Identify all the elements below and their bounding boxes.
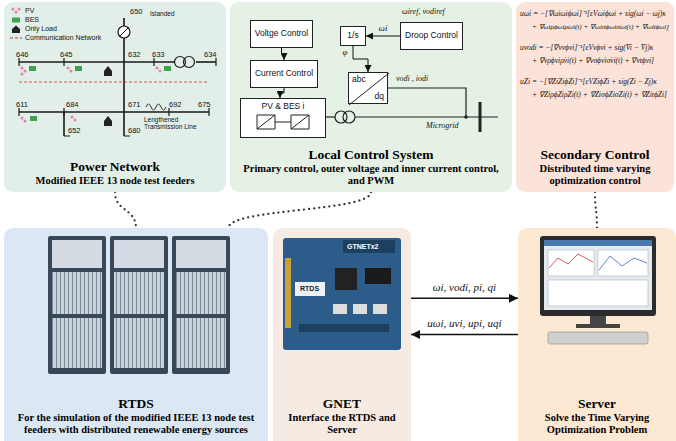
panel-title: Power Network xyxy=(8,159,222,175)
panel-caption: GNETInterface the RTDS and Server xyxy=(277,396,407,436)
control-block: Droop Control xyxy=(400,22,463,50)
block-text: Droop Control xyxy=(405,31,458,40)
equation-line: + ∇ZiρϕZiρ̇Zi(t) + ∇ZiσϕZiσ̇Zi(t) + ∇Zit… xyxy=(532,91,670,100)
grid-label: Microgrid xyxy=(426,121,459,130)
panel-subtitle: For the simulation of the modified IEEE … xyxy=(8,412,264,436)
bus-number: 675 xyxy=(198,101,211,110)
panel: Secondary ControlDistributed time varyin… xyxy=(516,2,674,192)
line-note: Lengthened Transmission Line xyxy=(144,116,216,131)
bus-number: 646 xyxy=(16,51,29,60)
panel-caption: Local Control SystemPrimary control, out… xyxy=(234,147,508,187)
control-block: Voltge Control xyxy=(250,20,313,48)
bus-number: 680 xyxy=(128,127,141,136)
dotted-link xyxy=(595,192,597,228)
signal-arrow xyxy=(353,46,368,72)
legend-row: Communication Network xyxy=(10,33,101,42)
block-text: abc xyxy=(352,75,366,84)
panel: Power NetworkModified IEEE 13 node test … xyxy=(4,2,226,192)
panel-caption: ServerSolve the Time Varying Optimizatio… xyxy=(522,396,672,436)
legend-text: BES xyxy=(25,16,39,23)
panel-caption: Secondary ControlDistributed time varyin… xyxy=(520,147,670,187)
equation-line: uvodi = −[∇vvϕvi]⁻¹[εVvϕvi + sig(V̄i − V… xyxy=(520,44,670,53)
panel-subtitle: Solve the Time Varying Optimization Prob… xyxy=(522,412,672,436)
signal-label: φ xyxy=(341,47,350,57)
converter-box: abcdq xyxy=(348,72,388,104)
panel-caption: Power NetworkModified IEEE 13 node test … xyxy=(8,159,222,187)
control-block: Current Control xyxy=(250,60,318,88)
legend-text: Only Load xyxy=(25,25,57,32)
panel-subtitle: Modified IEEE 13 node test feeders xyxy=(8,175,222,187)
panel: Local Control SystemPrimary control, out… xyxy=(230,2,512,192)
panel: GNETInterface the RTDS and Server GTNETx2… xyxy=(273,228,411,441)
pv-icon xyxy=(10,7,22,15)
panel-subtitle: Distributed time varying optimization co… xyxy=(520,163,670,187)
equation-line: + ∇vρϕviρ̇vi(t) + ∇vσϕviσ̇vi(t) + ∇vtϕvi… xyxy=(532,57,670,66)
equation-line: + ∇ωiρϕωiρ̇ωi(t) + ∇ωiσϕωiσ̇ωi(t) + ∇ωit… xyxy=(532,23,670,31)
bus-number: 671 xyxy=(128,101,141,110)
signal-arrow xyxy=(366,36,400,37)
equation-line: uωi = −[∇ωiωiϕωi]⁻¹[εVωiϕωi + sig(ωi − ω… xyxy=(520,10,670,19)
reference-signal: ωiref, vodiref xyxy=(402,7,445,16)
dotted-link xyxy=(228,192,371,228)
legend-text: PV xyxy=(25,7,34,14)
bus-number: 652 xyxy=(68,127,81,136)
inverter-symbol xyxy=(253,113,313,131)
signal-arrow xyxy=(411,334,518,335)
load-icon xyxy=(10,25,22,33)
bus-number: 684 xyxy=(66,101,79,110)
bus-number: 692 xyxy=(169,101,182,110)
panel-title: Secondary Control xyxy=(520,147,670,163)
panel-title: Server xyxy=(522,396,672,412)
block-text: PV & BES i xyxy=(262,102,305,111)
status-note: Islanded xyxy=(150,10,175,17)
legend-text: Communication Network xyxy=(25,34,101,41)
signal-label: ωi xyxy=(377,23,390,33)
bus-number: 633 xyxy=(152,51,165,60)
legend-row: PV xyxy=(10,6,101,15)
inverter-box: PV & BES i xyxy=(240,98,326,138)
signal-arrow xyxy=(411,298,518,299)
signal-label: ωi, vodi, pi, qi xyxy=(431,281,498,294)
legend-row: BES xyxy=(10,15,101,24)
battery-icon xyxy=(10,16,22,24)
panel-subtitle: Primary control, outer voltage and inner… xyxy=(234,163,508,187)
bus-number: 645 xyxy=(60,51,73,60)
signal-arrow xyxy=(280,88,284,98)
signal-label: uωi, uvi, upi, uqi xyxy=(425,317,503,330)
block-text: 1/s xyxy=(347,31,358,40)
block-text: Voltge Control xyxy=(255,29,308,38)
panel-title: GNET xyxy=(277,396,407,412)
bus-number: 611 xyxy=(16,101,28,110)
control-block: 1/s xyxy=(340,26,366,46)
panel-subtitle: Interface the RTDS and Server xyxy=(277,412,407,436)
legend: PV BES Only LoadCommunication Network xyxy=(10,6,101,42)
signal-arrow xyxy=(282,48,285,60)
block-text: dq xyxy=(375,92,384,101)
bus-number: 650 xyxy=(130,8,143,17)
measured-signal: vodi , iodi xyxy=(396,74,428,83)
panel: RTDSFor the simulation of the modified I… xyxy=(4,228,268,441)
legend-row: Only Load xyxy=(10,24,101,33)
dotted-link xyxy=(115,192,136,228)
panel-title: RTDS xyxy=(8,396,264,412)
bus-number: 632 xyxy=(128,51,141,60)
dashed-line-icon xyxy=(10,34,22,42)
equation-line: uZi = −[∇ZiZiϕZi]⁻¹[εVZiϕZi + sig(Zi − Z… xyxy=(520,78,670,87)
board-marking: RTDS xyxy=(300,285,319,293)
panel: ServerSolve the Time Varying Optimizatio… xyxy=(518,228,676,441)
board-marking: GTNETx2 xyxy=(347,243,379,251)
block-text: Current Control xyxy=(255,69,313,78)
panel-caption: RTDSFor the simulation of the modified I… xyxy=(8,396,264,436)
bus-number: 634 xyxy=(204,51,217,60)
panel-title: Local Control System xyxy=(234,147,508,163)
